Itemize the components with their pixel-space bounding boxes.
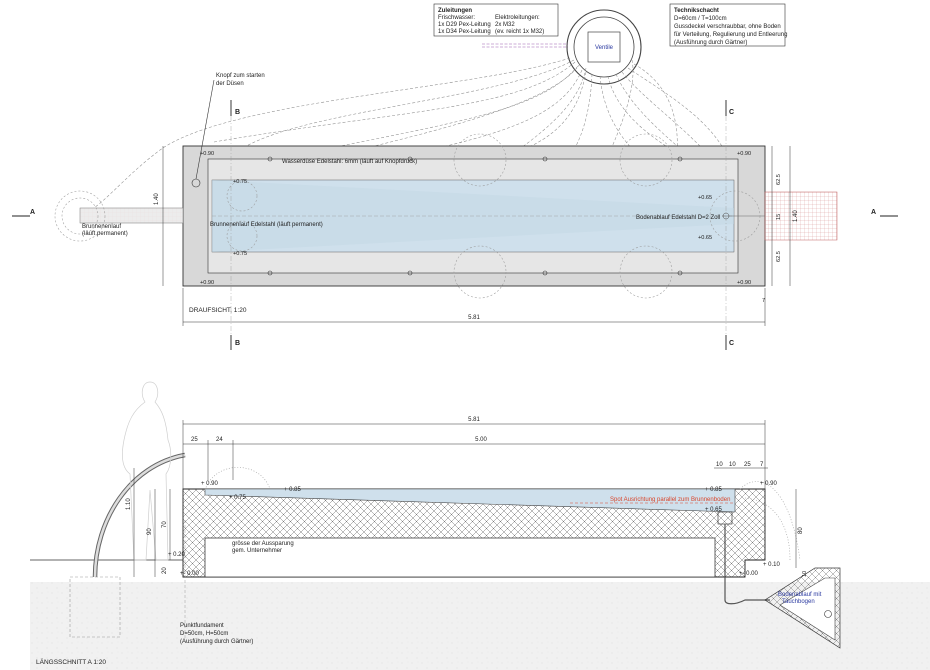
sec-level-085-r: + 0.85 xyxy=(705,487,723,493)
sec-level-075: + 0.75 xyxy=(229,495,247,501)
sec-dim-10: 10 xyxy=(802,571,808,577)
supply-info-box: Zuleitungen Frischwasser: 1x D29 Pex-Lei… xyxy=(433,3,559,37)
section-b-bottom: B xyxy=(235,340,240,347)
shaft-info-box: Technikschacht D=60cm / T=100cm Gussdeck… xyxy=(669,3,787,47)
sec-dim-90: 90 xyxy=(147,528,153,535)
plan-title: DRAUFSICHT, 1:20 xyxy=(189,307,247,314)
sec-level-085-l: + 0.85 xyxy=(284,487,302,493)
shaft-title: Technikschacht xyxy=(674,8,719,14)
section-title: LÄNGSSCHNITT A 1:20 xyxy=(36,658,106,666)
supply-title: Zuleitungen xyxy=(438,8,472,14)
nozzles-row-bottom xyxy=(267,270,683,276)
sec-dim-total: 5.81 xyxy=(468,417,480,423)
supply-water-label: Frischwasser: xyxy=(438,15,475,21)
sec-label-foundation-1: Punktfundament xyxy=(180,623,224,629)
sec-dim-10a: 10 xyxy=(716,462,723,468)
label-nozzle: Wasserdüse Edelstahl: 6mm (läuft auf Kno… xyxy=(282,159,417,165)
sec-dim-25r: 25 xyxy=(744,462,751,468)
section-view: 5.81 5.00 25 24 10 10 25 7 1.10 90 70 20… xyxy=(30,381,930,670)
valve-label: Ventile xyxy=(595,45,614,51)
dim-right-width: 1.40 xyxy=(793,210,799,222)
supply-electric-note: (ev. reicht 1x M32) xyxy=(495,29,544,35)
shaft-cover: Gussdeckel verschraubbar, ohne Boden xyxy=(674,24,781,30)
sec-label-recess-1: grösse der Aussparung xyxy=(232,541,294,547)
technical-shaft: Ventile xyxy=(482,9,642,85)
dim-right-mid: 15 xyxy=(776,214,782,220)
sec-level-000-l: +- 0.00 xyxy=(180,571,200,577)
sec-dim-70: 70 xyxy=(162,521,168,528)
label-button-1: Knopf zum starten xyxy=(216,73,265,79)
shaft-purpose: für Verteilung, Regulierung und Entleeru… xyxy=(674,32,787,38)
plan-view: +0.90 +0.90 +0.90 +0.90 +0.75 +0.75 +0.6… xyxy=(12,73,898,350)
sec-label-foundation-3: (Ausführung durch Gärtner) xyxy=(180,639,253,645)
section-b-top: B xyxy=(235,109,240,116)
supply-water-pipe-2: 1x D34 Pex-Leitung xyxy=(438,29,491,35)
sec-level-090-r: + 0.90 xyxy=(760,481,778,487)
supply-water-pipe-1: 1x D29 Pex-Leitung xyxy=(438,22,491,28)
supply-electric-conduit: 2x M32 xyxy=(495,22,515,28)
label-fountain-1: Brunnenenlauf xyxy=(82,224,121,230)
label-outlet: Brunnenenlauf Edelstahl (läuft permanent… xyxy=(210,222,323,228)
section-a-left: A xyxy=(30,209,35,216)
level-tr: +0.90 xyxy=(737,151,751,157)
sec-level-000-r: +- 0.00 xyxy=(739,571,759,577)
level-065-bottom: +0.65 xyxy=(698,235,712,241)
sec-label-drain-1: Bodenablauf mit xyxy=(778,592,822,598)
sec-dim-20: 20 xyxy=(162,567,168,574)
label-drain: Bodenablauf Edelstahl D=2 Zoll xyxy=(636,215,720,221)
dim-right-small: 7 xyxy=(762,298,765,304)
sec-label-recess-2: gem. Unternehmer xyxy=(232,548,282,554)
level-bl: +0.90 xyxy=(200,280,214,286)
supply-electric-label: Elektroleitungen: xyxy=(495,15,540,21)
level-075-top: +0.75 xyxy=(233,179,247,185)
dim-right-top: 62.5 xyxy=(776,174,782,185)
level-tl: +0.90 xyxy=(200,151,214,157)
sec-dim-80: 80 xyxy=(798,527,804,534)
dim-length: 5.81 xyxy=(468,315,480,321)
shaft-execution: (Ausführung durch Gärtner) xyxy=(674,40,747,46)
sec-level-065: + 0.65 xyxy=(705,507,723,513)
sec-dim-inner: 5.00 xyxy=(475,437,487,443)
shaft-size: D=60cm / T=100cm xyxy=(674,16,727,22)
label-fountain-2: (läuft permanent) xyxy=(82,231,128,237)
level-065-top: +0.65 xyxy=(698,195,712,201)
label-button-2: der Düsen xyxy=(216,81,244,87)
dim-right-bottom: 62.5 xyxy=(776,251,782,262)
dim-width: 1.40 xyxy=(154,193,160,205)
sec-level-090-l: + 0.90 xyxy=(201,481,219,487)
sec-dim-110: 1.10 xyxy=(126,498,132,510)
section-a-right: A xyxy=(871,209,876,216)
level-br: +0.90 xyxy=(737,280,751,286)
sec-dim-25: 25 xyxy=(191,437,198,443)
sec-label-drain-2: Tauchbogen xyxy=(782,599,815,605)
sec-dim-10b: 10 xyxy=(729,462,736,468)
level-075-bottom: +0.75 xyxy=(233,251,247,257)
nozzles-row-top xyxy=(267,156,683,162)
sec-dim-7: 7 xyxy=(760,462,764,468)
sec-level-020: + 0.20 xyxy=(168,552,186,558)
section-c-top: C xyxy=(729,109,734,116)
sec-level-010: + 0.10 xyxy=(763,562,781,568)
section-c-bottom: C xyxy=(729,340,734,347)
sec-label-spot: Spot Ausrichtung parallel zum Brunnenbod… xyxy=(610,497,730,503)
sec-dim-24: 24 xyxy=(216,437,223,443)
sec-label-foundation-2: D=50cm, H=50cm xyxy=(180,631,228,637)
